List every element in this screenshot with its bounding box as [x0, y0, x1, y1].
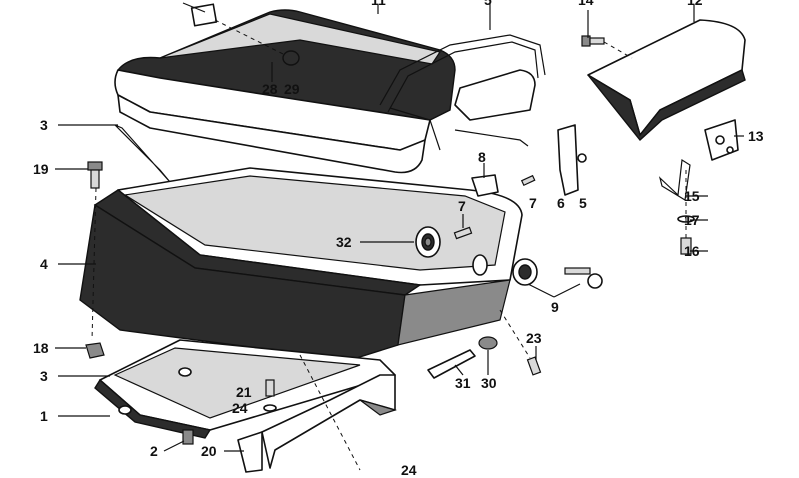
part-lid — [114, 9, 536, 174]
callout-29: 29 — [284, 81, 300, 97]
part-spring-clip — [658, 158, 691, 201]
callout-9: 9 — [551, 299, 559, 315]
part-small-lid — [587, 19, 746, 142]
callout-23: 23 — [526, 330, 542, 346]
part-bracket — [237, 374, 398, 473]
callout-20: 20 — [201, 443, 217, 459]
callout-28: 28 — [262, 81, 278, 97]
callout-14: 14 — [578, 0, 594, 8]
part-pad-strip — [427, 336, 498, 379]
part-pins — [453, 174, 536, 240]
callout-3-upper: 3 — [40, 117, 48, 133]
callout-21: 21 — [236, 384, 252, 400]
part-screws-18-19 — [85, 161, 105, 359]
callout-2: 2 — [150, 443, 158, 459]
callout-32: 32 — [336, 234, 352, 250]
leader-lines — [55, 2, 744, 471]
callout-30: 30 — [481, 375, 497, 391]
callout-17: 17 — [684, 212, 700, 228]
callout-7-right: 7 — [529, 195, 537, 211]
part-lock-and-key — [512, 258, 603, 289]
part-latch-plate — [557, 124, 587, 196]
part-grommet — [424, 237, 432, 247]
callout-6: 6 — [557, 195, 565, 211]
part-wire-bracket — [379, 34, 546, 151]
callout-5: 5 — [579, 195, 587, 211]
part-clip-8 — [471, 174, 499, 197]
callout-19: 19 — [33, 161, 49, 177]
callout-4: 4 — [40, 256, 48, 272]
callout-13: 13 — [748, 128, 764, 144]
callout-16: 16 — [684, 243, 700, 259]
callout-1: 1 — [40, 408, 48, 424]
part-small-fasteners — [182, 356, 542, 445]
callout-3-lower: 3 — [40, 368, 48, 384]
callout-18: 18 — [33, 340, 49, 356]
callout-15: 15 — [684, 188, 700, 204]
callout-31: 31 — [455, 375, 471, 391]
callout-5-top: 5 — [484, 0, 492, 8]
part-hinge — [704, 119, 739, 161]
callout-24-mid: 24 — [232, 400, 248, 416]
callout-7-left: 7 — [458, 198, 466, 214]
callout-24-bottom: 24 — [401, 462, 417, 478]
callout-8: 8 — [478, 149, 486, 165]
part-case-body — [79, 167, 523, 361]
part-screw-14 — [581, 35, 605, 47]
callout-12: 12 — [687, 0, 703, 8]
callout-11: 11 — [371, 0, 386, 8]
